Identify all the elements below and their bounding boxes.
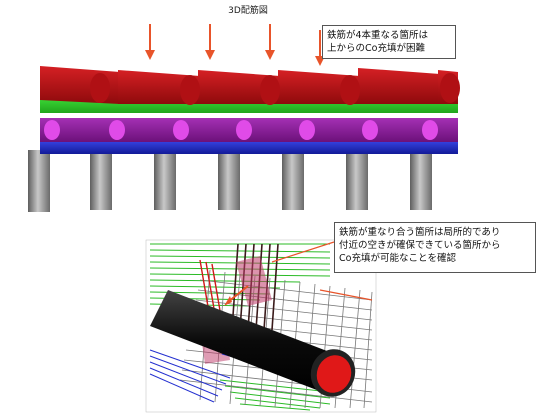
pile bbox=[282, 150, 304, 210]
purple-bar-end bbox=[299, 120, 315, 140]
red-rebar-end bbox=[90, 73, 110, 103]
top-rebar-view bbox=[28, 24, 460, 212]
callout-line: 付近の空きが確保できている箇所から bbox=[339, 240, 501, 251]
callout-line: Co充填が可能なことを確認 bbox=[339, 253, 456, 264]
callout-bottom: 鉄筋が重なり合う箇所は局所的であり 付近の空きが確保できている箇所から Co充填… bbox=[334, 222, 536, 273]
red-rebar-end bbox=[440, 73, 460, 103]
red-rebars bbox=[40, 66, 460, 105]
callout-line: 上からのCo充填が困難 bbox=[327, 43, 425, 54]
red-rebar-end bbox=[180, 75, 200, 105]
blue-rebar bbox=[40, 140, 458, 154]
pointer-arrow-icon bbox=[224, 285, 249, 306]
black-pipe bbox=[150, 290, 356, 397]
pile bbox=[410, 150, 432, 210]
purple-bar-end bbox=[422, 120, 438, 140]
down-arrow-icon bbox=[145, 24, 155, 60]
purple-bar-end bbox=[173, 120, 189, 140]
arrows bbox=[145, 24, 325, 66]
pile bbox=[154, 150, 176, 210]
down-arrow-icon bbox=[205, 24, 215, 60]
pile bbox=[346, 150, 368, 210]
pink-zone bbox=[236, 256, 272, 306]
red-rebar-end bbox=[260, 75, 280, 105]
purple-bar-ends bbox=[44, 120, 438, 140]
purple-bar-end bbox=[44, 120, 60, 140]
red-rebar bbox=[118, 70, 200, 104]
marker-lines bbox=[271, 241, 373, 301]
pipe-opening-inner bbox=[316, 355, 352, 393]
red-rebar bbox=[358, 68, 440, 104]
callout-top: 鉄筋が4本重なる箇所は 上からのCo充填が困難 bbox=[322, 25, 456, 59]
purple-bar-end bbox=[109, 120, 125, 140]
pile bbox=[90, 150, 112, 210]
red-rebar-end bbox=[340, 75, 360, 105]
piles bbox=[28, 150, 432, 212]
down-arrow-icon bbox=[265, 24, 275, 60]
callout-line: 鉄筋が4本重なる箇所は bbox=[327, 30, 429, 41]
callout-line: 鉄筋が重なり合う箇所は局所的であり bbox=[339, 227, 501, 238]
pile bbox=[218, 150, 240, 210]
white-gap-line bbox=[40, 113, 458, 116]
purple-bar-end bbox=[362, 120, 378, 140]
bottom-rebar-view bbox=[145, 239, 377, 413]
diagram-title: 3D配筋図 bbox=[228, 6, 268, 16]
red-rebar bbox=[198, 70, 280, 104]
purple-bar-end bbox=[236, 120, 252, 140]
pile bbox=[28, 150, 50, 212]
red-rebar bbox=[278, 70, 360, 104]
green-rebar-mesh-lower bbox=[219, 379, 331, 411]
